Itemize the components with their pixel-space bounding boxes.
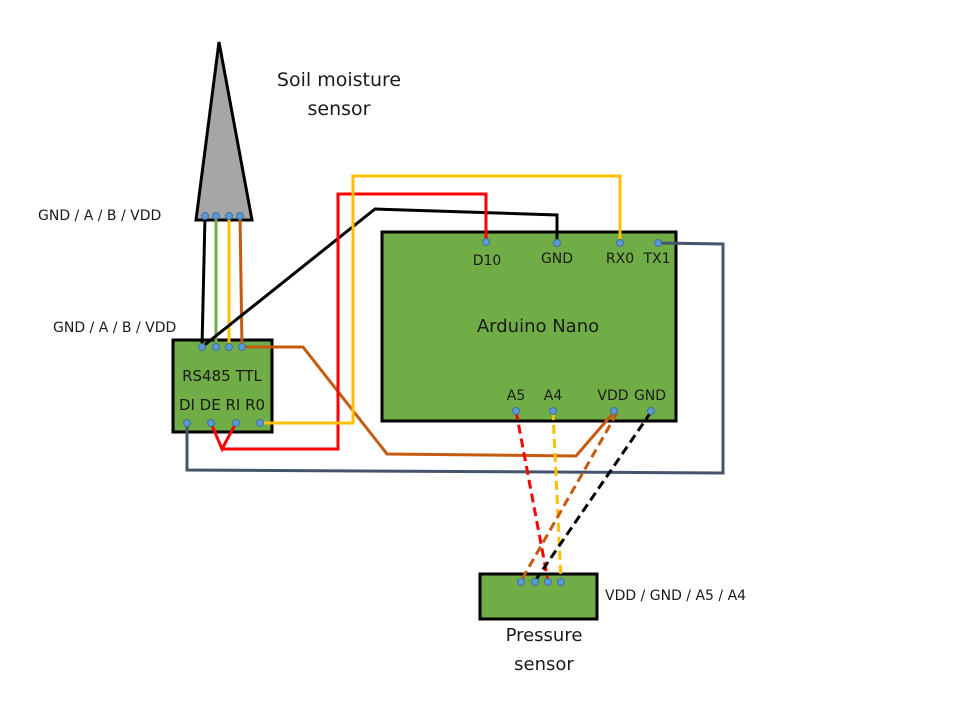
rs485-top-pin-b — [225, 343, 233, 351]
soil-pin-a — [212, 212, 220, 220]
soil-pin-gnd — [201, 212, 209, 220]
arduino-top-pin-rx0 — [616, 239, 624, 247]
pressure-pin-vdd — [517, 578, 525, 586]
soil-sensor-title-line2: sensor — [308, 98, 371, 120]
rs485-bottom-pin-r0 — [256, 419, 264, 427]
pressure-pin-gnd — [531, 578, 539, 586]
wire-rs485-d10 — [222, 192, 488, 451]
arduino-bottom-pin-a5 — [512, 407, 520, 415]
soil-sensor-title-line1: Soil moisture — [277, 69, 401, 91]
arduino-pin-label-gnd-top: GND — [541, 251, 573, 267]
rs485-top-pin-vdd — [238, 343, 246, 351]
arduino-nano-board — [380, 230, 678, 423]
rs485-top-pin-a — [212, 343, 220, 351]
soil-pin-b — [225, 212, 233, 220]
rs485-bottom-label: DI DE RI R0 — [179, 396, 265, 414]
arduino-pin-label-rx0: RX0 — [606, 251, 634, 267]
wire-a5-dashed — [514, 410, 550, 582]
arduino-pin-label-a4: A4 — [544, 388, 563, 404]
arduino-top-pin-gnd — [553, 239, 561, 247]
rs485-top-pin-label: GND / A / B / VDD — [53, 320, 176, 336]
pressure-pin-a4 — [557, 578, 565, 586]
wire-rs485-vdd-arduino-vdd — [242, 345, 616, 458]
soil-sensor-pin-label: GND / A / B / VDD — [38, 208, 161, 224]
arduino-top-pin-tx1 — [654, 239, 662, 247]
wire-soil-vdd — [238, 215, 244, 348]
rs485-top-pin-gnd — [198, 343, 206, 351]
rs485-board — [171, 338, 274, 434]
soil-pin-vdd — [236, 212, 244, 220]
pressure-sensor-pin-label: VDD / GND / A5 / A4 — [605, 588, 746, 604]
arduino-bottom-pin-a4 — [549, 407, 557, 415]
arduino-title: Arduino Nano — [477, 316, 599, 337]
rs485-bottom-pin-ri — [232, 419, 240, 427]
wire-gnd-dashed — [533, 411, 653, 582]
wire-rs485-di-tx1 — [185, 241, 725, 475]
arduino-top-pin-d10 — [482, 238, 490, 246]
pressure-sensor-title-line1: Pressure — [506, 625, 583, 646]
rs485-bottom-pin-di — [183, 419, 191, 427]
wire-rs485-r0-rx0 — [260, 174, 622, 425]
rs485-title: RS485 TTL — [182, 367, 262, 385]
arduino-pin-label-gnd-bottom: GND — [634, 388, 666, 404]
wire-soil-gnd — [200, 215, 207, 348]
arduino-pin-label-d10: D10 — [473, 253, 502, 269]
wire-rs485-gnd-arduino-gnd — [201, 207, 559, 349]
arduino-bottom-pin-vdd — [610, 407, 618, 415]
rs485-bottom-pin-de — [207, 419, 215, 427]
wire-vdd-dashed — [519, 412, 619, 582]
soil-moisture-probe — [194, 41, 254, 222]
arduino-pin-label-vdd: VDD — [597, 388, 628, 404]
pressure-pin-a5 — [544, 578, 552, 586]
arduino-pin-label-a5: A5 — [507, 388, 525, 404]
arduino-bottom-pin-gnd — [647, 407, 655, 415]
wire-a4-dashed — [551, 410, 563, 582]
pressure-sensor-title-line2: sensor — [514, 654, 574, 675]
arduino-pin-label-tx1: TX1 — [642, 251, 670, 267]
